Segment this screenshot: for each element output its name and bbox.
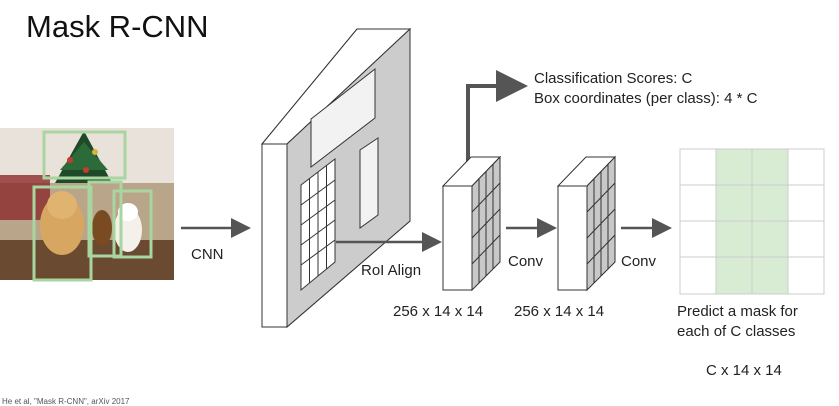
- conv-feature-cube: [556, 155, 617, 292]
- mask-caption-line2: each of C classes: [677, 323, 796, 340]
- cnn-label: CNN: [191, 246, 224, 263]
- mask-dims-label: C x 14 x 14: [706, 362, 782, 379]
- conv-dims-label: 256 x 14 x 14: [514, 303, 605, 320]
- mask-caption-line1: Predict a mask for: [677, 303, 798, 320]
- input-image: [0, 128, 174, 282]
- conv-label-2: Conv: [621, 253, 657, 270]
- feature-map: [260, 27, 412, 329]
- detection-box-dog: [32, 185, 93, 282]
- detection-box-cat: [112, 189, 153, 259]
- classification-scores-label: Classification Scores: C: [534, 70, 693, 87]
- detection-box-dog-small: [87, 180, 123, 258]
- mask-grid: [679, 148, 825, 295]
- citation: He et al, "Mask R-CNN", arXiv 2017: [2, 397, 130, 406]
- conv-label-1: Conv: [508, 253, 544, 270]
- roi-dims-label: 256 x 14 x 14: [393, 303, 484, 320]
- detection-box-tree: [42, 130, 127, 180]
- classification-branch-arrow: [466, 70, 528, 178]
- roi-feature-cube: [441, 155, 502, 292]
- roi-align-label: RoI Align: [361, 262, 422, 279]
- page-title: Mask R-CNN: [26, 9, 209, 44]
- box-coordinates-label: Box coordinates (per class): 4 * C: [534, 90, 758, 107]
